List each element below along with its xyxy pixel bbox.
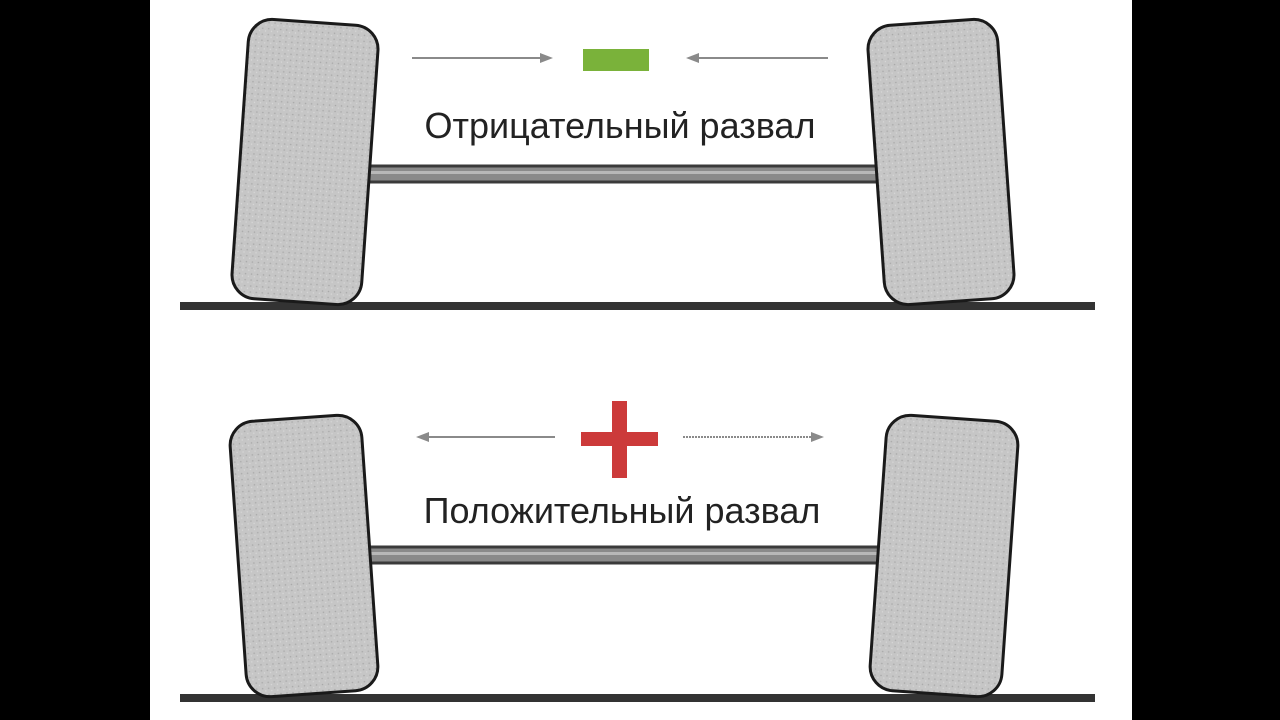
ground-line (180, 302, 1095, 310)
positive-camber-caption: Положительный развал (424, 490, 821, 531)
right-tire (868, 413, 1020, 699)
plus-sign-icon (581, 401, 658, 478)
negative-camber-diagram: Отрицательный развал (180, 17, 1095, 310)
axle-highlight (357, 552, 893, 555)
right-tire (866, 17, 1016, 307)
inward-arrow-left (412, 53, 553, 63)
minus-sign-icon (583, 49, 649, 71)
positive-camber-diagram: Положительный развал (180, 401, 1095, 702)
axle-highlight (352, 171, 893, 174)
inward-arrow-right (686, 53, 828, 63)
outward-arrow-left (416, 432, 555, 442)
left-tire (230, 17, 380, 307)
negative-camber-caption: Отрицательный развал (425, 105, 816, 146)
ground-line (180, 694, 1095, 702)
left-tire (228, 413, 380, 699)
outward-arrow-right (683, 432, 824, 442)
